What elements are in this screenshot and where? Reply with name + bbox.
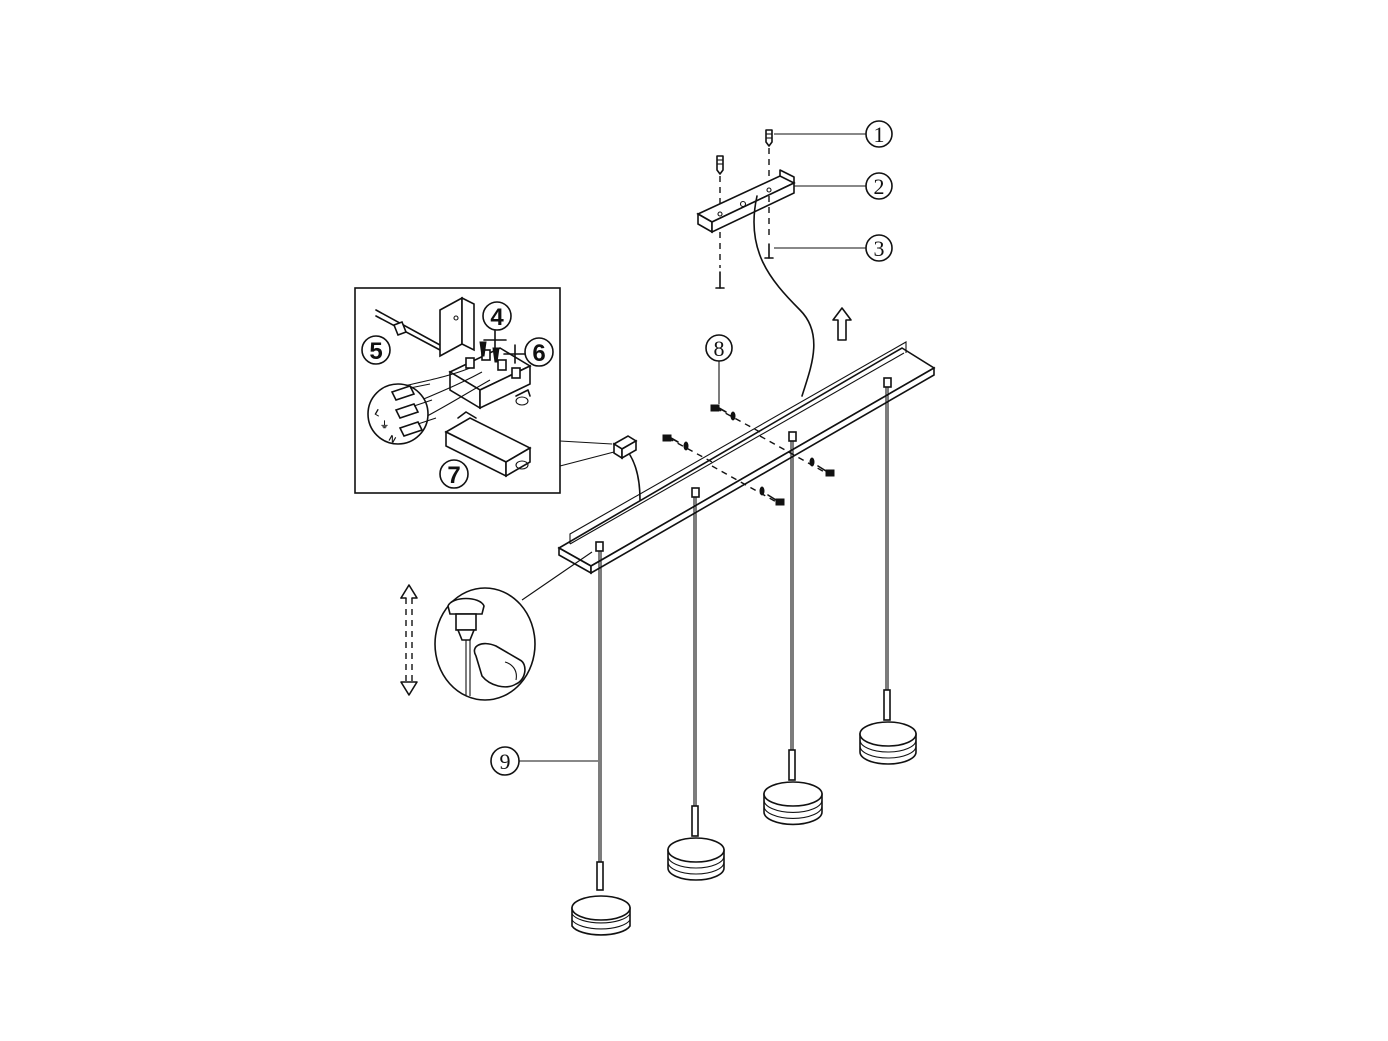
cross-head-icon	[483, 330, 507, 352]
screw-icon	[662, 434, 689, 451]
ceiling-bracket-group	[696, 129, 815, 397]
svg-text:5: 5	[369, 338, 382, 365]
callout-5: 5	[361, 335, 391, 365]
canopy-bar	[557, 341, 936, 575]
callout-2: 2	[865, 172, 893, 200]
svg-text:9: 9	[500, 749, 511, 774]
svg-text:⏚: ⏚	[380, 420, 389, 430]
callout-3: 3	[865, 234, 893, 262]
mounting-bracket	[696, 169, 796, 234]
svg-text:6: 6	[532, 340, 545, 367]
terminal-connectors	[390, 383, 437, 437]
connector-block-icon	[612, 435, 638, 460]
supply-cable	[753, 195, 815, 397]
pendant-4	[859, 387, 917, 765]
svg-text:L: L	[373, 407, 383, 419]
pendant-2	[667, 497, 725, 881]
bar-screws	[662, 404, 835, 506]
pendant-1	[571, 551, 631, 936]
screw-left-top-icon	[716, 155, 724, 175]
callout-7: 7	[439, 459, 469, 489]
callout-1: 1	[865, 120, 893, 148]
callout-8: 8	[705, 334, 733, 362]
screw-8-icon	[710, 404, 736, 421]
double-vertical-arrow-icon	[400, 584, 418, 696]
screw-icon	[759, 486, 785, 506]
screw-left-bottom-icon	[715, 271, 725, 289]
pendant-3	[763, 441, 823, 826]
svg-text:3: 3	[874, 236, 885, 261]
cross-head-icon	[503, 344, 527, 364]
cable-adjust-detail-icon	[434, 551, 593, 701]
driver-cable	[629, 454, 641, 501]
screw-1-icon	[765, 129, 773, 147]
svg-text:7: 7	[447, 462, 460, 489]
callout-6: 6	[524, 337, 554, 367]
svg-text:8: 8	[714, 336, 725, 361]
svg-text:1: 1	[874, 122, 885, 147]
screw-3-icon	[764, 243, 774, 259]
screw-icon	[809, 457, 835, 477]
svg-text:4: 4	[490, 304, 504, 331]
svg-text:N: N	[387, 433, 398, 445]
up-arrow-icon	[832, 307, 852, 341]
svg-text:2: 2	[874, 174, 885, 199]
wiring-detail-panel: L ⏚ N 4 5 6 7	[354, 287, 615, 494]
callout-4: 4	[482, 301, 512, 331]
callout-9: 9	[490, 746, 520, 776]
